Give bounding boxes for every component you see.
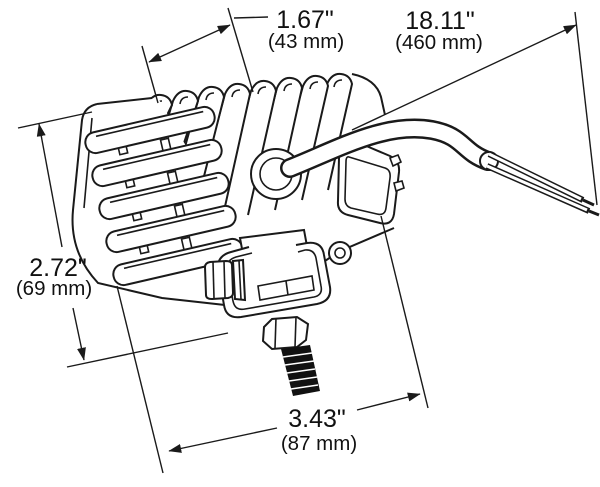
threaded-stud (281, 345, 320, 396)
dimension-cable-length: 18.11" (460 mm) (351, 7, 598, 206)
body-right-shoulder (351, 73, 386, 116)
dim-front-offset-mm: (43 mm) (268, 30, 344, 53)
stud-hex-nut (261, 315, 310, 351)
dim-width-mm: (87 mm) (281, 432, 357, 455)
lamp-housing (71, 72, 430, 340)
screw-boss (328, 241, 352, 265)
dim-cable-length-mm: (460 mm) (395, 31, 483, 54)
bracket-slot (257, 275, 315, 301)
dimension-width: 3.43" (87 mm) (116, 215, 429, 474)
dim-height-inches: 2.72" (29, 254, 87, 282)
dim-front-offset-inches: 1.67" (276, 6, 334, 34)
dimension-front-offset: 1.67" (43 mm) (141, 6, 344, 104)
dim-height-mm: (69 mm) (16, 277, 92, 300)
wire-leads (485, 151, 600, 217)
power-cable (250, 118, 600, 217)
back-face-fin-bars (84, 105, 244, 287)
dimension-height: 2.72" (69 mm) (16, 111, 229, 368)
mounting-bracket (203, 228, 332, 396)
dim-cable-length-inches: 18.11" (405, 7, 475, 35)
side-hex-bolt (203, 258, 247, 302)
dimension-annotations: 1.67" (43 mm) 18.11" (460 mm) 2.72" (69 … (16, 6, 598, 474)
dim-width-inches: 3.43" (288, 405, 346, 433)
